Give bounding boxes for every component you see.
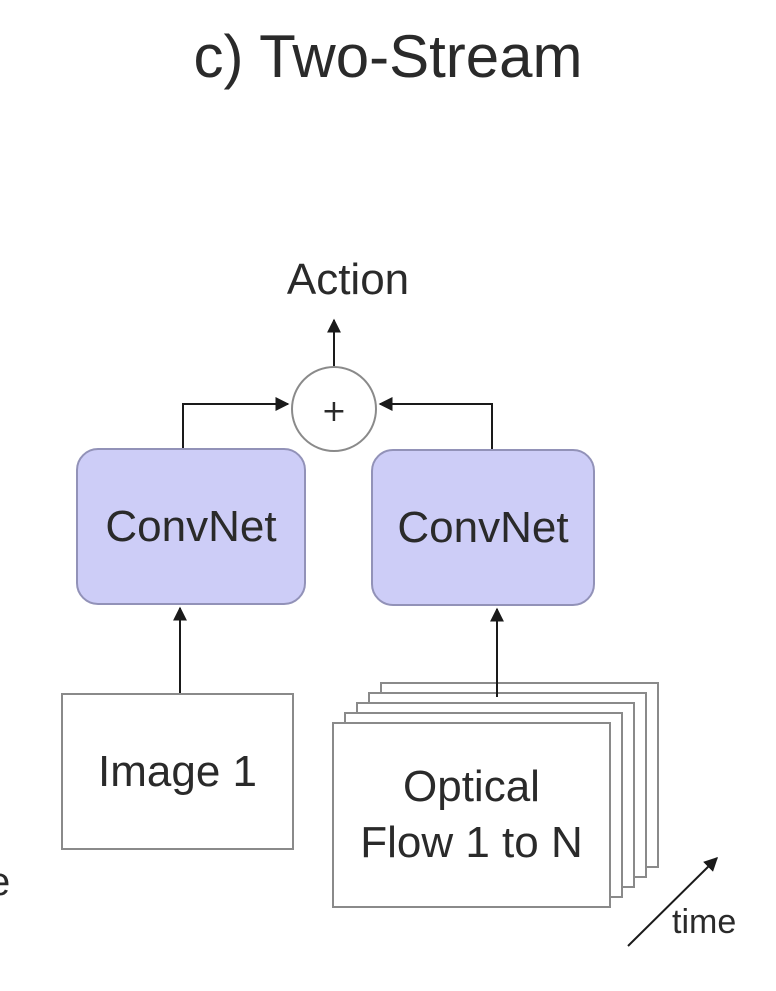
time-label: time [672,903,737,941]
temporal-convnet-box: ConvNet [371,449,595,606]
diagram-title: c) Two-Stream [193,23,583,90]
time-axis-arrow [627,857,718,947]
spatial-convnet-box: ConvNet [76,448,306,605]
optical-flow-box: Optical Flow 1 to N [332,722,611,908]
optical-flow-label-line-2: Flow 1 to N [360,818,583,867]
image-input-box: Image 1 [61,693,294,850]
temporal-convnet-label: ConvNet [397,502,569,552]
fusion-node [291,366,377,452]
cropped-edge-text: e [0,860,10,905]
arrow-spatial-to-fusion [182,397,290,448]
fusion-plus-symbol: + [321,394,346,429]
optical-flow-label-line-1: Optical [403,762,540,811]
spatial-convnet-label: ConvNet [105,501,277,551]
image-input-label: Image 1 [98,746,257,796]
arrow-temporal-to-fusion [378,397,493,449]
action-label: Action [286,255,410,304]
